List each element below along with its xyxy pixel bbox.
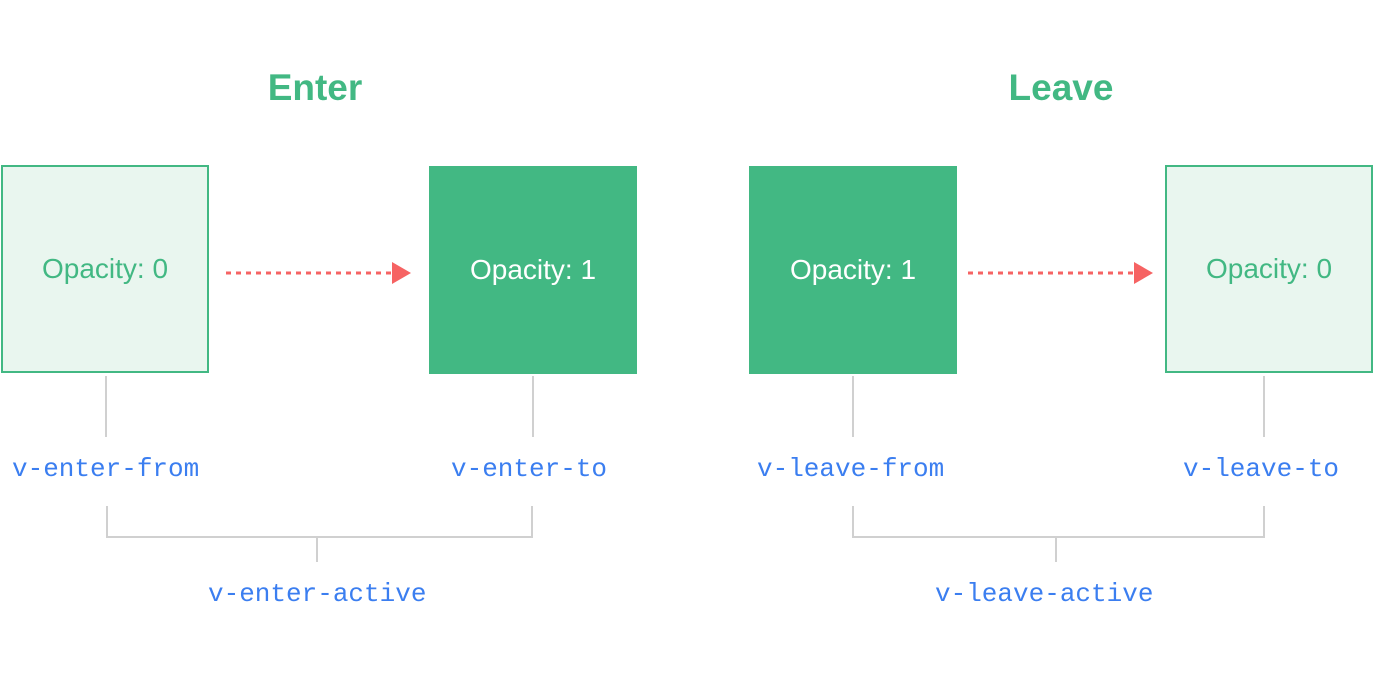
leave-active-class-label: v-leave-active [935, 579, 1154, 609]
enter-active-bracket [106, 506, 533, 562]
leave-to-box: Opacity: 0 [1165, 165, 1373, 373]
enter-to-box: Opacity: 1 [429, 166, 637, 374]
leave-transition-arrow [968, 262, 1153, 284]
leave-from-box-label: Opacity: 1 [789, 254, 917, 285]
enter-from-box: Opacity: 0 [1, 165, 209, 373]
leave-from-class-label: v-leave-from [757, 454, 945, 484]
enter-to-class-label: v-enter-to [451, 454, 608, 484]
leave-heading: Leave [1008, 67, 1114, 108]
enter-from-box-label: Opacity: 0 [41, 253, 169, 284]
leave-from-box: Opacity: 1 [749, 166, 957, 374]
enter-active-class-label: v-enter-active [208, 579, 427, 609]
enter-transition-arrow [226, 262, 411, 284]
enter-heading: Enter [267, 67, 363, 108]
leave-to-class-label: v-leave-to [1183, 454, 1340, 484]
leave-active-bracket [852, 506, 1265, 562]
enter-from-class-label: v-enter-from [12, 454, 200, 484]
leave-to-box-label: Opacity: 0 [1205, 253, 1333, 284]
enter-to-box-label: Opacity: 1 [469, 254, 597, 285]
